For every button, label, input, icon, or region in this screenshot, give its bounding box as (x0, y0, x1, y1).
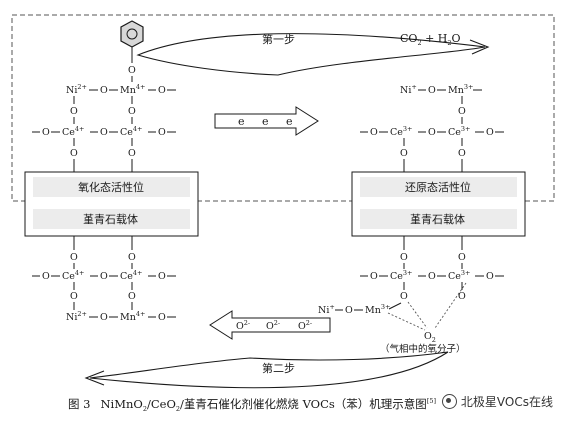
left-catalyst-box (24, 171, 199, 237)
svg-text:O: O (158, 271, 166, 282)
svg-text:O: O (158, 312, 166, 323)
svg-text:O: O (370, 271, 378, 282)
svg-text:O: O (400, 252, 408, 263)
svg-text:Ce3+: Ce3+ (448, 269, 471, 282)
step1-curved-arrow (136, 33, 490, 76)
svg-text:O: O (458, 252, 466, 263)
svg-text:O: O (128, 106, 136, 117)
svg-text:O: O (70, 291, 78, 302)
svg-text:O: O (42, 271, 50, 282)
svg-text:O: O (486, 271, 494, 282)
svg-text:O: O (70, 106, 78, 117)
products-label: CO2 + H2O (400, 32, 461, 47)
right-cordierite-support-label: 堇青石载体 (410, 212, 465, 226)
svg-text:O: O (158, 85, 166, 96)
left-bottom-structure: O O O Ce4+ O Ce4+ O O O Ni2+ O Mn4+ O (32, 236, 176, 323)
oxygen-ion-1: O2- (236, 319, 250, 332)
svg-text:Mn3+: Mn3+ (365, 303, 390, 316)
electron-transfer-arrow (214, 106, 319, 136)
oxygen-ion-3: O2- (298, 319, 312, 332)
svg-text:O: O (128, 252, 136, 263)
svg-text:Mn4+: Mn4+ (120, 83, 145, 96)
svg-text:Ce4+: Ce4+ (120, 125, 143, 138)
electron-1: e (238, 115, 245, 128)
gas-oxygen-molecule: O2 (424, 331, 436, 344)
svg-text:Ce4+: Ce4+ (62, 269, 85, 282)
svg-text:O: O (128, 291, 136, 302)
svg-text:Ni2+: Ni2+ (66, 83, 87, 96)
svg-text:O: O (70, 148, 78, 159)
oxygen-ion-2: O2- (266, 319, 280, 332)
step2-label: 第二步 (262, 361, 295, 375)
svg-text:Mn4+: Mn4+ (120, 310, 145, 323)
gas-oxygen-note: （气相中的氧分子） (380, 343, 466, 355)
reduced-active-site-label: 还原态活性位 (405, 180, 471, 194)
svg-text:Ce4+: Ce4+ (62, 125, 85, 138)
left-cordierite-support-label: 堇青石载体 (83, 212, 138, 226)
svg-text:O: O (428, 271, 436, 282)
svg-text:O: O (370, 127, 378, 138)
svg-text:Ni2+: Ni2+ (66, 310, 87, 323)
svg-text:O: O (128, 65, 136, 76)
svg-text:O: O (486, 127, 494, 138)
svg-text:O: O (428, 85, 436, 96)
svg-text:Ce3+: Ce3+ (448, 125, 471, 138)
svg-text:O: O (158, 127, 166, 138)
watermark-text: 北极星VOCs在线 (460, 394, 553, 409)
right-bottom-structure: O O O Ce3+ O Ce3+ O O O Ni+ O Mn3+ (318, 236, 504, 331)
svg-text:O: O (100, 271, 108, 282)
svg-text:Ce4+: Ce4+ (120, 269, 143, 282)
svg-text:O: O (345, 305, 353, 316)
svg-text:Ce3+: Ce3+ (390, 125, 413, 138)
right-top-structure: Ni+ O Mn3+ O O Ce3+ O Ce3+ O O O (360, 83, 504, 172)
right-catalyst-box (351, 171, 526, 237)
wechat-bubble-icon (441, 393, 457, 409)
svg-text:O: O (400, 291, 408, 302)
svg-text:O: O (128, 148, 136, 159)
svg-text:O: O (428, 127, 436, 138)
svg-text:O: O (100, 312, 108, 323)
svg-text:Ce3+: Ce3+ (390, 269, 413, 282)
benzene-ring-icon (120, 20, 144, 48)
svg-text:Ni+: Ni+ (318, 303, 335, 316)
svg-text:O: O (100, 127, 108, 138)
svg-text:O: O (458, 148, 466, 159)
svg-text:O: O (400, 148, 408, 159)
svg-text:O: O (42, 127, 50, 138)
svg-text:Ni+: Ni+ (400, 83, 417, 96)
step1-label: 第一步 (262, 32, 295, 46)
svg-text:O: O (458, 106, 466, 117)
svg-text:Mn3+: Mn3+ (448, 83, 473, 96)
electron-3: e (286, 115, 293, 128)
oxidized-active-site-label: 氧化态活性位 (78, 180, 144, 194)
svg-text:O: O (100, 85, 108, 96)
step2-curved-arrow (84, 351, 449, 389)
electron-2: e (262, 115, 269, 128)
svg-text:O: O (70, 252, 78, 263)
step1-dashed-frame (11, 14, 555, 202)
left-top-structure: O Ni2+ O Mn4+ O O O O Ce4+ O Ce4+ O O O (32, 65, 176, 172)
svg-text:O: O (458, 291, 466, 302)
watermark: 北极星VOCs在线 (441, 391, 553, 411)
oxygen-ion-transfer-arrow (209, 310, 331, 340)
